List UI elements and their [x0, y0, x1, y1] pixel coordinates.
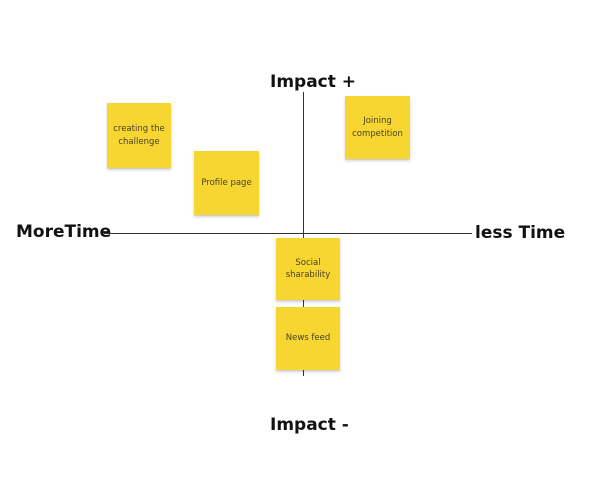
sticky-note-news-feed[interactable]: News feed — [276, 307, 340, 370]
sticky-note-social-sharability[interactable]: Social sharability — [276, 238, 340, 300]
sticky-note-text: Joining competition — [352, 116, 403, 139]
sticky-note-creating-the-challenge[interactable]: creating the challenge — [107, 103, 171, 168]
sticky-note-text: Social sharability — [285, 257, 331, 280]
axis-label-more-time: MoreTime — [16, 222, 112, 242]
axis-label-less-time: less Time — [475, 223, 566, 243]
axis-label-impact-minus: Impact - — [270, 415, 349, 435]
sticky-note-joining-competition[interactable]: Joining competition — [345, 96, 410, 159]
sticky-note-text: News feed — [285, 333, 331, 344]
vertical-axis — [303, 92, 304, 376]
sticky-note-profile-page[interactable]: Profile page — [194, 151, 259, 215]
sticky-note-text: Profile page — [201, 177, 252, 188]
horizontal-axis — [104, 233, 472, 234]
axis-label-impact-plus: Impact + — [270, 72, 357, 92]
sticky-note-text: creating the challenge — [113, 124, 165, 147]
